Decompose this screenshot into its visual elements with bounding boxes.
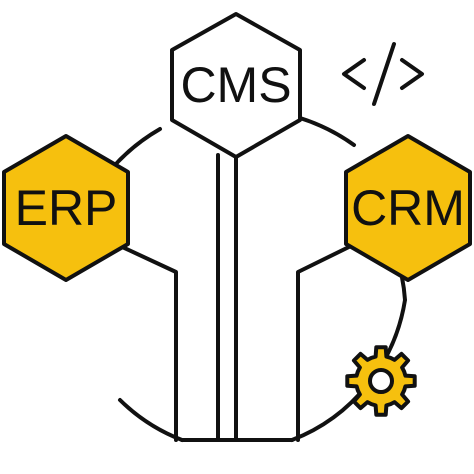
erp-label: ERP [15, 180, 118, 236]
gear-hole [368, 368, 394, 394]
erp-node: ERP [2, 134, 130, 282]
cms-connector [216, 153, 238, 442]
crm-connector [296, 242, 357, 442]
gear-icon [345, 345, 417, 417]
crm-label: CRM [351, 180, 465, 236]
erp-connector [116, 243, 178, 442]
crm-node: CRM [344, 134, 472, 282]
cms-label: CMS [180, 57, 291, 113]
cms-node: CMS [170, 12, 302, 159]
code-brackets-icon [342, 42, 424, 106]
